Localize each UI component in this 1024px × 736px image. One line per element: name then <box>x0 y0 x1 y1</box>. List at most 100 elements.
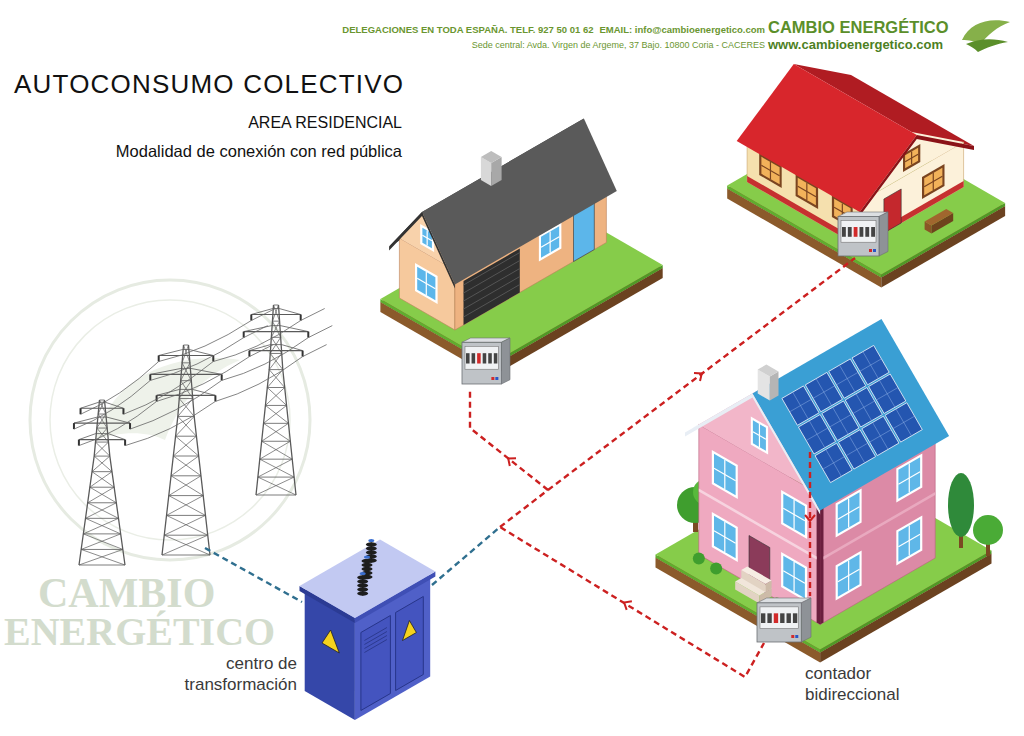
bench <box>925 209 954 226</box>
bidirectional-meter: contador bidireccional <box>756 597 812 643</box>
house-red <box>727 64 1005 288</box>
pylon-brace <box>83 534 122 550</box>
solar-cell-line <box>830 415 852 428</box>
pylon-brace <box>169 496 206 516</box>
insulator <box>214 395 216 401</box>
pylon-brace <box>92 456 110 472</box>
pylon-brace <box>262 441 291 442</box>
window-frame <box>751 417 768 455</box>
pylon-brace <box>97 428 107 429</box>
window-glass <box>838 492 860 534</box>
pylon-arm <box>81 402 124 408</box>
insulator-disc <box>362 559 373 563</box>
pylon-brace <box>181 363 190 381</box>
pylon-brace <box>265 405 286 406</box>
pylon-arm <box>74 417 130 423</box>
window-frame <box>836 551 862 601</box>
window-frame <box>896 516 922 566</box>
meter-light <box>791 635 794 638</box>
window-bar <box>838 569 860 582</box>
meter-light <box>873 249 876 252</box>
pylon-brace <box>162 535 208 555</box>
window-bar <box>924 176 942 187</box>
pylon-brace <box>83 518 118 534</box>
window-glass <box>783 556 805 599</box>
power-wire <box>74 380 150 429</box>
insulator <box>243 332 245 338</box>
window-bar <box>761 165 779 176</box>
insulator <box>156 395 158 401</box>
meter-front <box>757 603 801 642</box>
window-glass <box>417 267 435 301</box>
pylon-brace <box>272 321 280 337</box>
pylon-brace <box>81 534 120 550</box>
meter-breaker <box>780 613 784 623</box>
watermark-ring <box>30 280 310 560</box>
pylon-brace <box>264 423 289 424</box>
header-address: Sede central: Avda. Virgen de Argeme, 37… <box>472 40 765 50</box>
insulator <box>307 332 309 338</box>
window-frame <box>712 450 738 499</box>
power-wire <box>159 321 252 362</box>
transformer-vent <box>364 640 387 653</box>
brand-name: CAMBIO ENERGÉTICO <box>768 18 949 37</box>
chimney <box>758 365 779 377</box>
pylon-brace <box>167 496 204 516</box>
window-bar <box>714 468 736 481</box>
tree <box>948 473 974 537</box>
pylon-arm <box>251 314 300 315</box>
meter-breaker <box>488 353 492 363</box>
pylon-brace <box>167 515 208 535</box>
solar-panel <box>782 386 819 425</box>
pylon-brace <box>179 399 194 417</box>
window-bar <box>753 432 766 440</box>
power-wire <box>301 309 325 321</box>
pylon-brace <box>256 477 294 495</box>
pylon-brace <box>90 472 112 488</box>
pylon-brace <box>262 423 289 441</box>
window-bar <box>714 531 736 544</box>
meter-breaker <box>472 353 476 363</box>
pylon-brace <box>264 423 291 441</box>
solar-cell-line <box>870 430 892 443</box>
pylon-brace <box>272 305 278 321</box>
pylon-brace <box>173 456 198 457</box>
meter-side <box>879 212 888 256</box>
pylon-brace <box>269 369 283 370</box>
pylon-brace <box>171 475 201 476</box>
meter-light <box>491 377 494 380</box>
pylon-brace <box>88 487 114 503</box>
pylon-brace <box>88 502 117 503</box>
pylon-brace <box>79 549 123 565</box>
energy-flow-line <box>500 490 548 527</box>
entrance-step <box>741 567 771 585</box>
insulator-disc <box>357 583 368 587</box>
meter-side <box>501 338 510 384</box>
pylon-arm <box>159 355 214 356</box>
pylon-brace <box>264 405 287 423</box>
solar-cell-line <box>860 359 882 372</box>
pylon-brace <box>171 476 203 496</box>
bush <box>710 563 722 575</box>
warning-sign <box>322 630 339 653</box>
subtitle: Modalidad de conexión con red pública <box>116 142 402 161</box>
solar-cell-line <box>893 416 915 429</box>
roof <box>753 319 950 511</box>
flow-chevron <box>805 515 815 521</box>
power-wire <box>130 380 222 429</box>
pylon-brace <box>100 400 105 401</box>
power-wire <box>150 338 243 381</box>
power-wire <box>251 309 275 321</box>
pylon-brace <box>90 487 114 488</box>
pylon-brace <box>265 388 284 406</box>
energy-flow-line <box>809 452 811 596</box>
insulator-disc <box>357 575 368 579</box>
meter-breaker <box>494 353 498 363</box>
insulator-disc <box>357 579 368 583</box>
meter-breaker <box>466 353 470 363</box>
pylon-brace <box>184 345 189 346</box>
chimney <box>481 151 502 163</box>
pylon-brace <box>176 436 197 437</box>
meter-breaker <box>761 613 765 623</box>
